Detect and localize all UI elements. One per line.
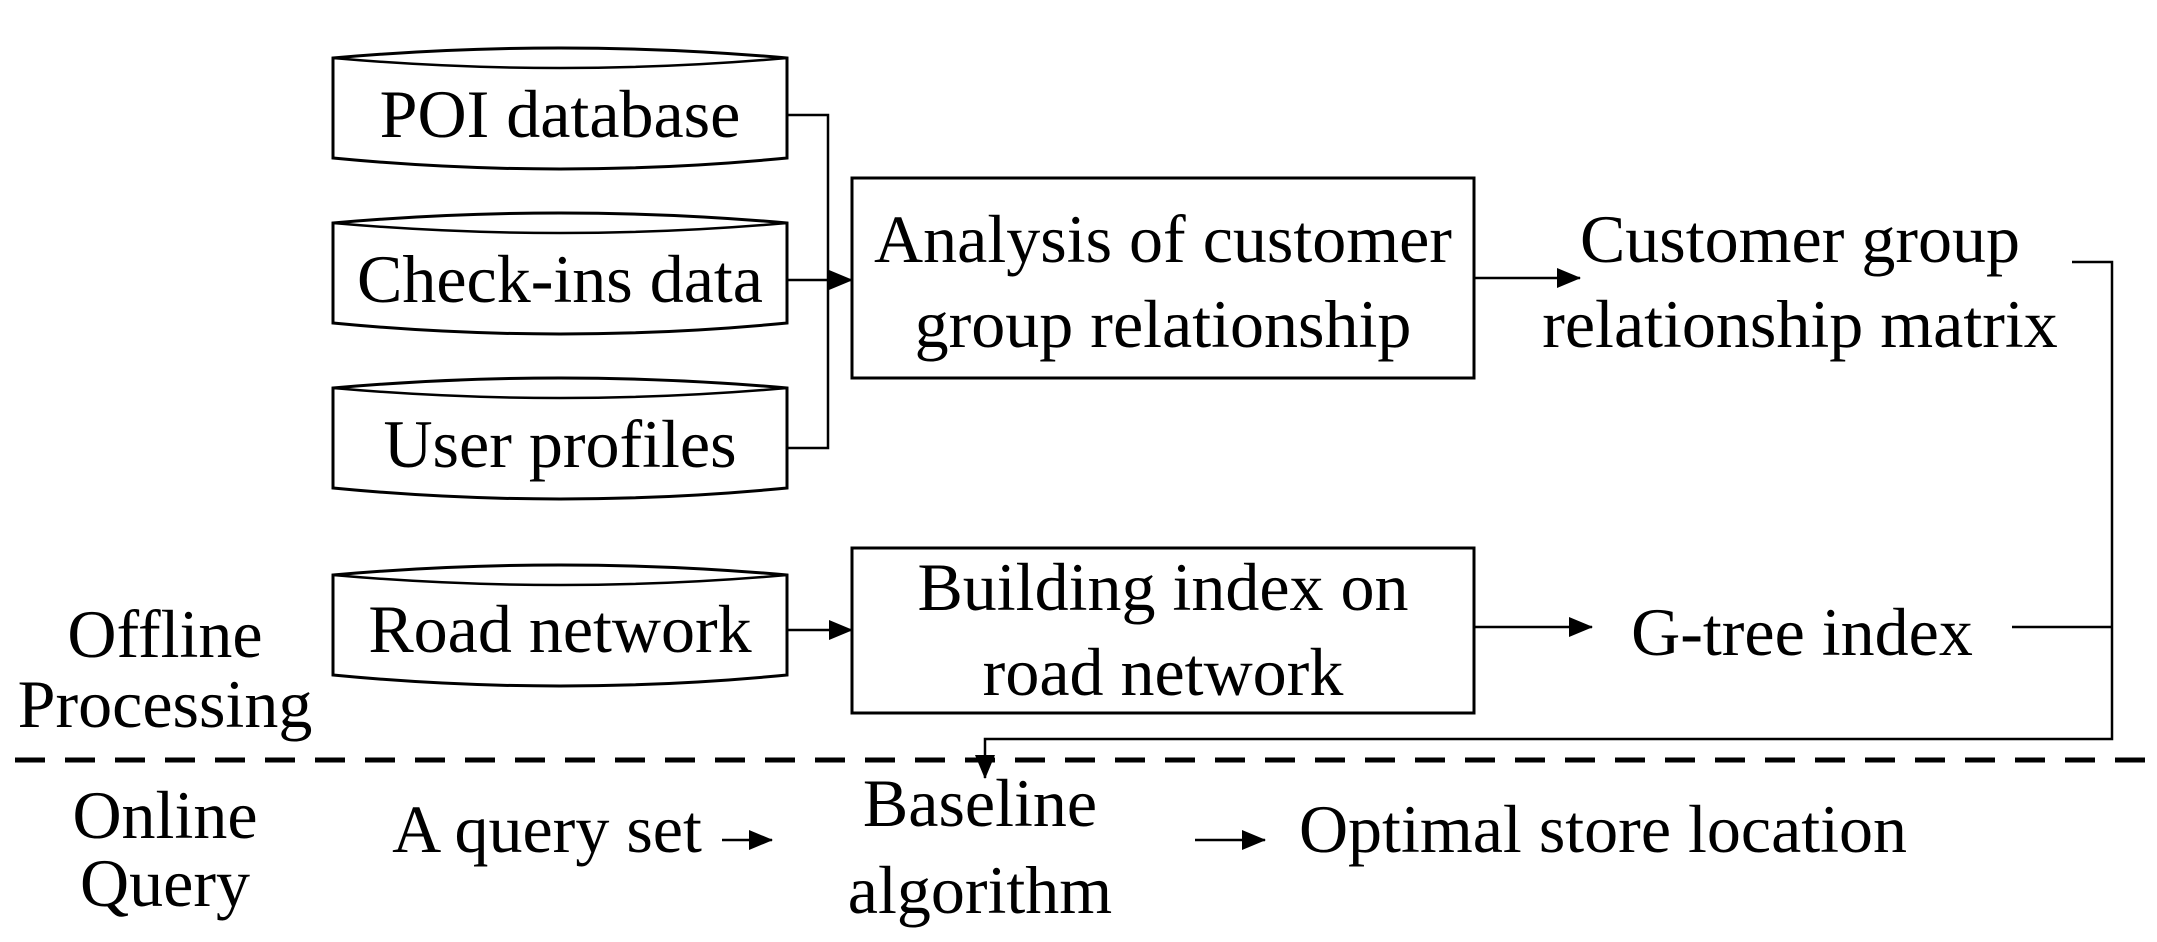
connectors <box>722 113 2114 850</box>
building-index-box: Building index on road network <box>850 546 1476 715</box>
user-profiles-label: User profiles <box>383 406 736 482</box>
gtree-index-label: G-tree index <box>1631 594 1973 670</box>
user-profiles-cylinder: User profiles <box>331 376 789 501</box>
road-network-label: Road network <box>368 591 751 667</box>
online-label-line-1: Online <box>72 777 257 853</box>
analysis-box: Analysis of customer group relationship <box>850 176 1476 380</box>
building-index-label-line-2: road network <box>983 634 1344 710</box>
analysis-label-line-2: group relationship <box>915 286 1412 362</box>
offline-label-line-1: Offline <box>67 596 262 672</box>
customer-matrix-label-line-1: Customer group <box>1580 201 2020 277</box>
baseline-label-line-1: Baseline <box>863 765 1097 841</box>
building-index-label-line-1: Building index on <box>917 549 1408 625</box>
checkins-data-label: Check-ins data <box>357 241 763 317</box>
matrix-to-bus <box>975 260 2114 779</box>
poi-database-cylinder: POI database <box>331 46 789 171</box>
optimal-location-label: Optimal store location <box>1299 791 1907 867</box>
road-network-cylinder: Road network <box>331 563 789 688</box>
poi-connector <box>787 113 830 450</box>
checkins-data-cylinder: Check-ins data <box>331 211 789 336</box>
baseline-label-line-2: algorithm <box>848 852 1112 928</box>
online-label-line-2: Query <box>80 845 250 921</box>
offline-label-line-2: Processing <box>18 666 313 742</box>
query-set-label: A query set <box>392 791 702 867</box>
customer-matrix-label-line-2: relationship matrix <box>1542 286 2058 362</box>
analysis-label-line-1: Analysis of customer <box>874 201 1452 277</box>
poi-database-label: POI database <box>380 76 741 152</box>
